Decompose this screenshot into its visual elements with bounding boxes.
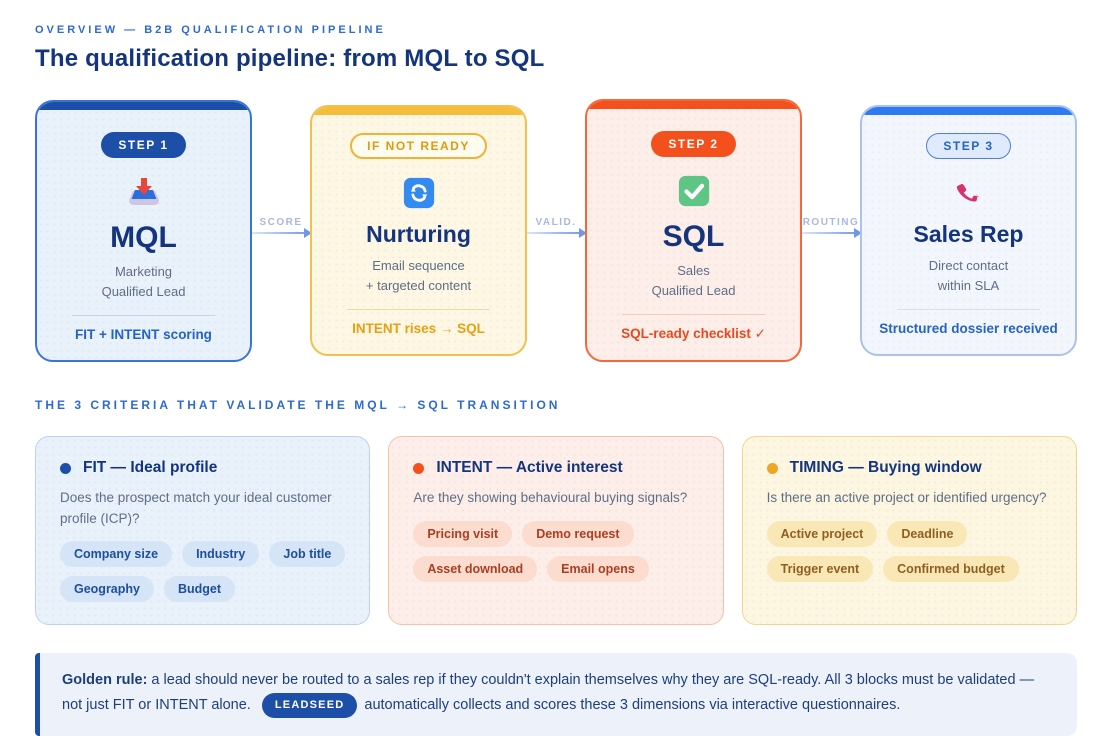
- card-subtitle: Marketing Qualified Lead: [101, 263, 186, 299]
- tag: Geography: [60, 575, 154, 602]
- arrow-right-icon: [802, 228, 862, 239]
- tag: Company size: [60, 540, 173, 567]
- card-footer: SQL-ready checklist ✓: [621, 326, 766, 342]
- card-accent-bar: [37, 101, 250, 110]
- card-accent-bar: [862, 107, 1075, 116]
- connector-validation: VALID.: [527, 217, 587, 239]
- criteria-row: FIT — Ideal profile Does the prospect ma…: [35, 436, 1077, 625]
- step-badge: STEP 2: [651, 131, 736, 157]
- card-title: Sales Rep: [913, 221, 1024, 248]
- golden-rule-callout: Golden rule: a lead should never be rout…: [35, 652, 1077, 736]
- arrow-right-icon: [252, 228, 312, 239]
- card-footer: FIT + INTENT scoring: [75, 326, 212, 342]
- card-divider: [346, 308, 491, 310]
- check-mark-icon: [677, 172, 711, 210]
- step-badge: STEP 1: [101, 131, 186, 158]
- step-card-sql: STEP 2 SQL Sales Qualified Lead SQL-read…: [585, 99, 802, 363]
- criteria-title: TIMING — Buying window: [789, 459, 982, 477]
- criteria-title: INTENT — Active interest: [436, 459, 623, 477]
- card-divider: [621, 314, 766, 316]
- card-accent-bar: [312, 107, 525, 116]
- card-subtitle: Direct contact within SLA: [928, 257, 1009, 293]
- step-card-sales-rep: STEP 3 Sales Rep Direct contact within S…: [860, 105, 1077, 356]
- tag: Active project: [766, 520, 878, 547]
- card-divider: [71, 314, 216, 316]
- page-title: The qualification pipeline: from MQL to …: [35, 45, 545, 72]
- card-accent-bar: [587, 101, 800, 109]
- tag: Demo request: [522, 520, 634, 547]
- step-badge: IF NOT READY: [350, 133, 487, 160]
- card-body: IF NOT READY Nurturing Email sequence + …: [312, 115, 525, 354]
- connector-label: ROUTING: [802, 217, 860, 229]
- golden-rule-label: Golden rule:: [62, 671, 148, 688]
- card-subtitle: Sales Qualified Lead: [651, 263, 736, 299]
- card-title: SQL: [662, 220, 725, 253]
- card-subtitle: Email sequence + targeted content: [365, 257, 472, 293]
- card-body: STEP 1 MQL Marketing Qualified Lead FIT …: [37, 110, 250, 360]
- bullet-dot-icon: [60, 462, 71, 474]
- refresh-icon: [402, 174, 436, 212]
- bullet-dot-icon: [413, 462, 425, 474]
- tag: Confirmed budget: [883, 555, 1019, 582]
- criteria-head: INTENT — Active interest: [413, 459, 698, 477]
- card-footer: INTENT rises → SQL: [352, 320, 485, 336]
- criteria-question: Are they showing behavioural buying sign…: [413, 490, 688, 506]
- tag: Deadline: [887, 520, 968, 547]
- card-body: STEP 2 SQL Sales Qualified Lead SQL-read…: [587, 109, 800, 360]
- step-card-nurturing: IF NOT READY Nurturing Email sequence + …: [310, 105, 527, 356]
- tag: Pricing visit: [413, 520, 513, 547]
- tag-list: Company size Industry Job title Geograph…: [60, 540, 346, 602]
- criteria-question: Is there an active project or identified…: [766, 490, 1047, 506]
- connector-label: VALID.: [535, 217, 577, 229]
- criteria-card-timing: TIMING — Buying window Is there an activ…: [741, 436, 1077, 625]
- step-card-mql: STEP 1 MQL Marketing Qualified Lead FIT …: [35, 99, 252, 362]
- pipeline-flow: STEP 1 MQL Marketing Qualified Lead FIT …: [35, 99, 1077, 363]
- card-divider: [896, 308, 1041, 310]
- golden-rule-text: Golden rule: a lead should never be rout…: [62, 668, 1055, 719]
- criteria-question: Does the prospect match your ideal custo…: [60, 490, 332, 526]
- phone-receiver-icon: [953, 174, 985, 212]
- tag: Job title: [269, 540, 346, 567]
- card-title: Nurturing: [366, 221, 471, 248]
- tag: Asset download: [413, 555, 538, 582]
- tag-list: Active project Deadline Trigger event Co…: [766, 520, 1052, 582]
- eyebrow-label: OVERVIEW — B2B QUALIFICATION PIPELINE: [35, 24, 386, 36]
- card-body: STEP 3 Sales Rep Direct contact within S…: [862, 115, 1075, 354]
- criteria-section-title: THE 3 CRITERIA THAT VALIDATE THE MQL → S…: [35, 398, 561, 413]
- connector-routing: ROUTING: [802, 217, 862, 239]
- card-title: MQL: [110, 220, 177, 254]
- card-footer: Structured dossier received: [879, 320, 1058, 336]
- connector-score: SCORE: [252, 217, 312, 239]
- criteria-head: FIT — Ideal profile: [60, 459, 345, 477]
- tag-list: Pricing visit Demo request Asset downloa…: [413, 520, 698, 582]
- criteria-card-fit: FIT — Ideal profile Does the prospect ma…: [35, 436, 371, 625]
- step-badge: STEP 3: [926, 133, 1011, 160]
- criteria-head: TIMING — Buying window: [766, 459, 1052, 477]
- tag: Budget: [164, 575, 236, 602]
- criteria-title: FIT — Ideal profile: [83, 459, 218, 477]
- leadseed-brand-badge: LEADSEED: [261, 693, 358, 719]
- inbox-tray-icon: [126, 173, 162, 211]
- criteria-card-intent: INTENT — Active interest Are they showin…: [388, 436, 724, 625]
- tag: Trigger event: [766, 555, 874, 582]
- tag: Email opens: [547, 555, 649, 582]
- arrow-right-icon: [527, 228, 587, 239]
- bullet-dot-icon: [766, 462, 778, 474]
- connector-label: SCORE: [259, 217, 303, 229]
- tag: Industry: [182, 540, 260, 567]
